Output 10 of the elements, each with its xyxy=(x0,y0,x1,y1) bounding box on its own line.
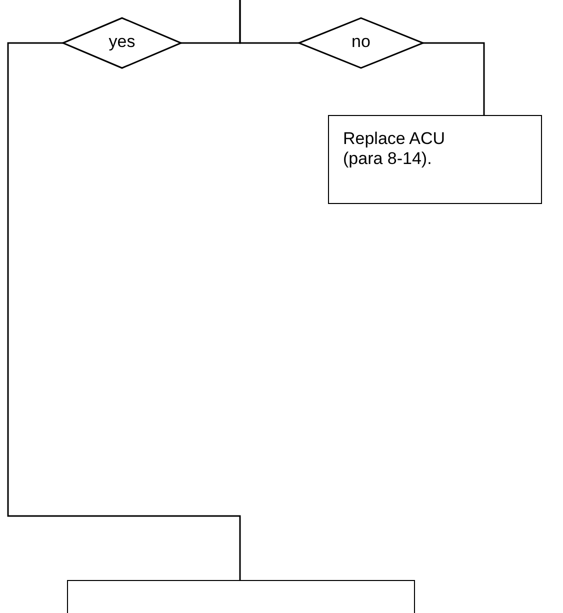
process-box xyxy=(67,580,415,613)
process-text: Replace ACU (para 8-14). xyxy=(343,129,446,169)
decision-label: yes xyxy=(108,32,136,52)
decision-diamond xyxy=(63,18,181,68)
process-box xyxy=(328,115,542,204)
connector-line xyxy=(239,0,299,44)
connector-line xyxy=(7,42,241,580)
decision-diamond xyxy=(299,18,423,68)
connector-line xyxy=(423,42,485,115)
decision-label: no xyxy=(350,32,372,52)
